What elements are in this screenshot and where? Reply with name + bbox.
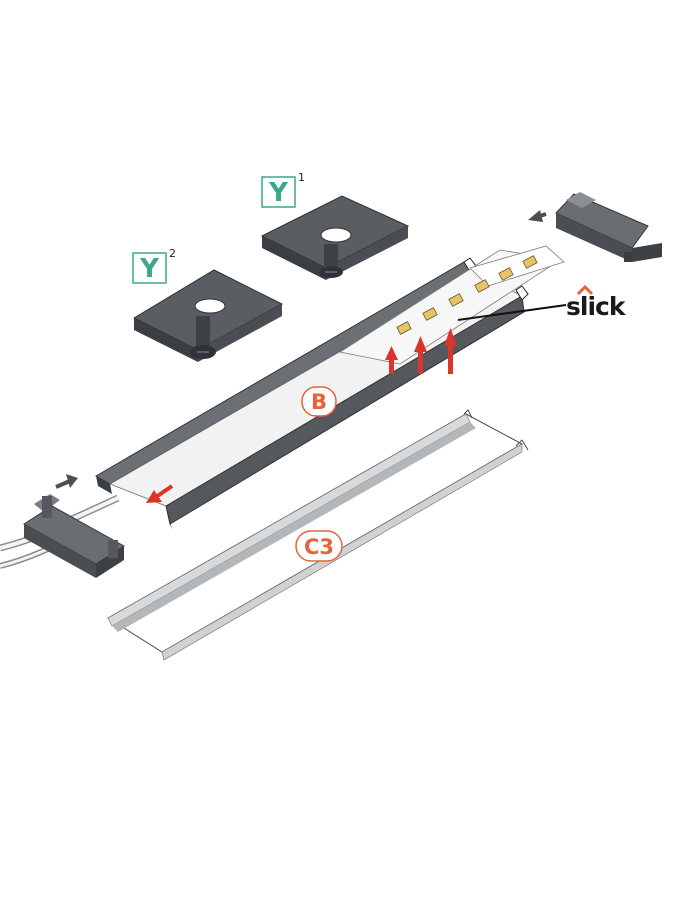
clip-label-y2: Y 2: [132, 247, 176, 284]
red-up-arrow: [385, 346, 398, 374]
end-cap-right: [555, 192, 662, 262]
mounting-clip-y2: [132, 269, 284, 362]
insert-arrows-led: [385, 328, 457, 374]
brand-text: slick: [566, 292, 627, 321]
end-cap-left: [0, 494, 125, 578]
part-label-c3: C3: [295, 530, 343, 562]
red-up-arrow: [444, 328, 457, 374]
mounting-clip-y1: [260, 195, 410, 280]
clip-label-y2-index: 2: [169, 247, 176, 260]
clip-label-y1-index: 1: [298, 171, 305, 184]
insert-arrow-right: [528, 210, 547, 222]
part-label-b: B: [301, 386, 337, 417]
led-strip: [338, 245, 565, 365]
brand-accent-icon: [576, 284, 594, 296]
red-up-arrow: [414, 336, 427, 374]
insert-arrow-left: [55, 474, 78, 489]
cover-c3: [107, 409, 529, 661]
red-slide-arrow: [146, 484, 174, 503]
clip-label-y1: Y 1: [261, 171, 305, 208]
clip-label-y1-letter: Y: [268, 178, 289, 208]
part-label-b-text: B: [311, 390, 327, 414]
brand-leader-line: [457, 304, 567, 321]
clip-label-y2-letter: Y: [139, 254, 160, 284]
part-label-c3-text: C3: [304, 535, 334, 559]
led-chip: [396, 255, 538, 335]
brand-logo-slick: slick: [566, 284, 628, 321]
